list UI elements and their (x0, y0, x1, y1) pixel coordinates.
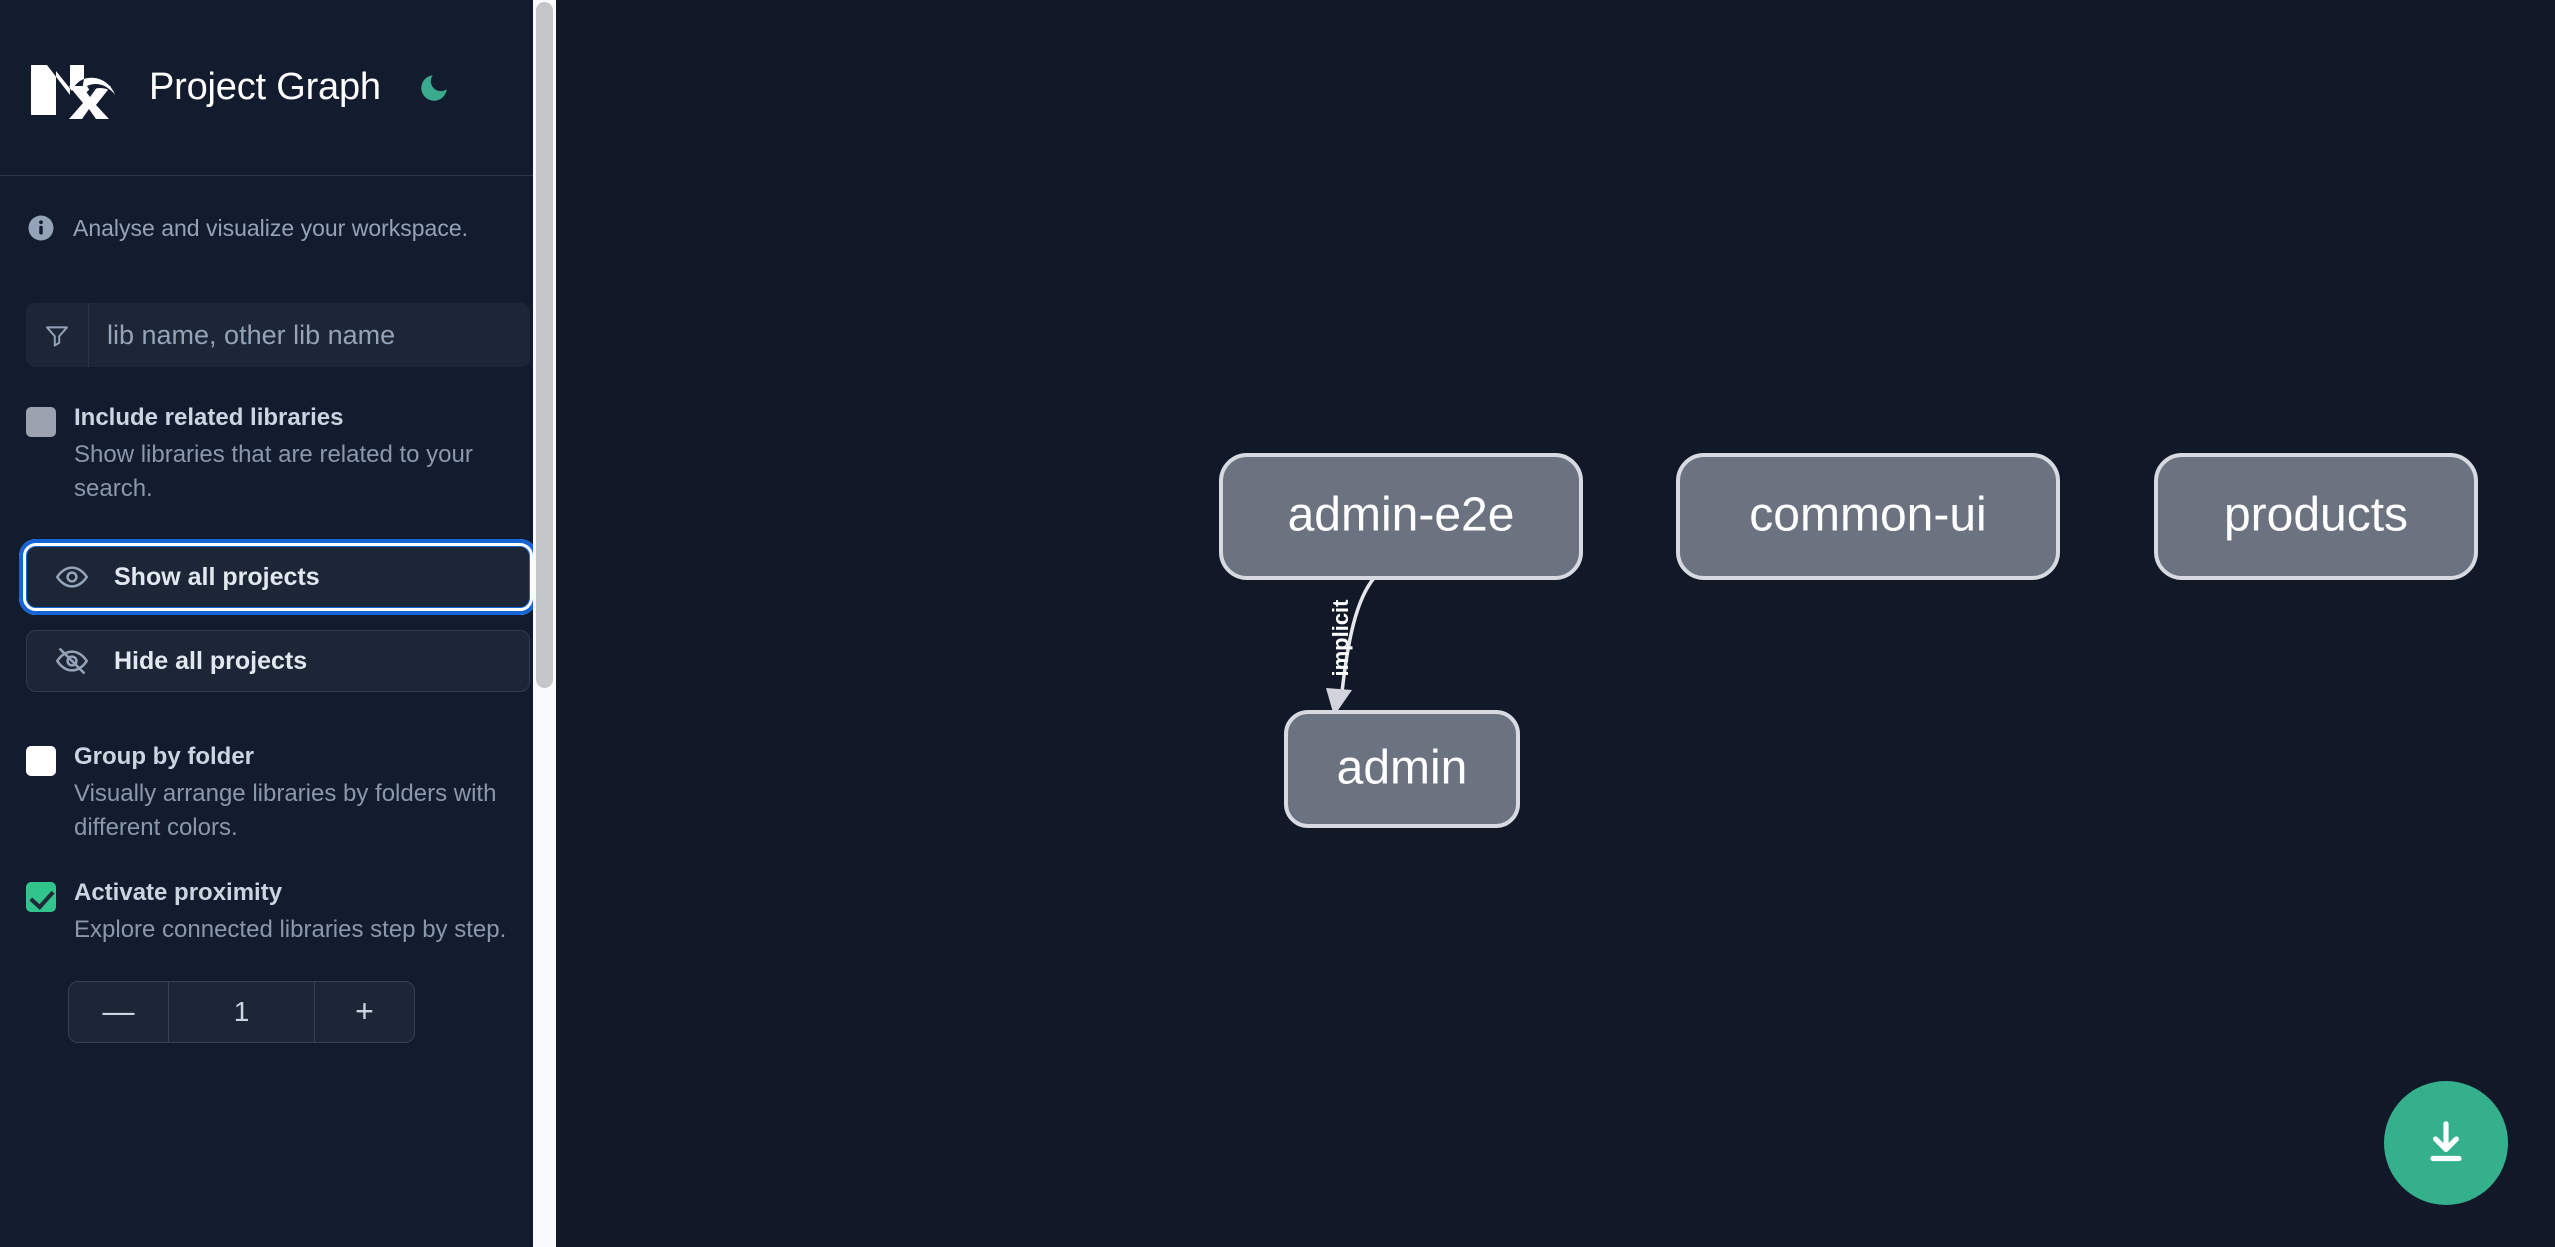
option-group-by-folder[interactable]: Group by folder Visually arrange librari… (0, 740, 556, 845)
sidebar-scrollbar-thumb[interactable] (536, 2, 553, 688)
info-icon (26, 213, 56, 243)
eye-icon (55, 560, 89, 594)
include-related-libraries-label: Include related libraries (74, 404, 344, 431)
include-related-libraries-description: Show libraries that are related to your … (74, 441, 473, 503)
filter-icon (26, 303, 89, 367)
graph-canvas[interactable]: implicit implicit admin-e2e common-ui pr… (556, 0, 2555, 1247)
graph-node-admin[interactable]: admin (1284, 710, 1520, 828)
show-all-projects-label: Show all projects (114, 562, 320, 591)
sidebar-scrollbar[interactable] (533, 0, 556, 1247)
proximity-increment-button[interactable]: + (315, 981, 414, 1042)
sidebar: Project Graph Analyse and visualize your… (0, 0, 556, 1247)
eye-off-icon (55, 644, 89, 678)
workspace-description-text: Analyse and visualize your workspace. (73, 214, 469, 241)
activate-proximity-checkbox[interactable] (26, 881, 56, 912)
option-activate-proximity[interactable]: Activate proximity Explore connected lib… (0, 876, 556, 947)
moon-icon[interactable] (411, 65, 457, 111)
proximity-stepper-wrap: — 1 + (0, 980, 556, 1043)
graph-edge-admin-e2e-to-admin[interactable]: implicit (1326, 576, 1376, 716)
graph-node-products[interactable]: products (2154, 453, 2478, 580)
nx-logo-icon (26, 57, 116, 119)
search-bar (26, 303, 530, 367)
graph-node-admin-e2e-label: admin-e2e (1288, 489, 1515, 542)
sidebar-header: Project Graph (0, 0, 556, 176)
project-graph-svg: implicit implicit admin-e2e common-ui pr… (1219, 453, 2478, 828)
graph-node-products-label: products (2224, 489, 2408, 542)
search-input[interactable] (89, 303, 530, 367)
download-icon (2420, 1116, 2472, 1171)
visibility-button-group: Show all projects Hide all projects (0, 539, 556, 693)
group-by-folder-checkbox[interactable] (26, 746, 56, 777)
proximity-value: 1 (168, 981, 315, 1042)
hide-all-projects-label: Hide all projects (114, 646, 308, 675)
download-button[interactable] (2384, 1081, 2508, 1205)
graph-node-admin-label: admin (1337, 742, 1468, 795)
option-include-related-libraries[interactable]: Include related libraries Show libraries… (0, 401, 556, 506)
proximity-decrement-button[interactable]: — (69, 981, 168, 1042)
workspace-description: Analyse and visualize your workspace. (0, 176, 556, 243)
graph-node-admin-e2e[interactable]: admin-e2e (1219, 453, 1583, 580)
activate-proximity-description: Explore connected libraries step by step… (74, 915, 507, 943)
group-by-folder-label: Group by folder (74, 743, 254, 771)
show-all-projects-button[interactable]: Show all projects (19, 539, 537, 616)
proximity-stepper: — 1 + (68, 980, 415, 1043)
group-by-folder-description: Visually arrange libraries by folders wi… (74, 780, 497, 842)
graph-node-common-ui[interactable]: common-ui (1676, 453, 2060, 580)
edge-label-implicit-1: implicit (1328, 599, 1353, 677)
page-title: Project Graph (149, 66, 381, 108)
hide-all-projects-button[interactable]: Hide all projects (26, 630, 530, 693)
graph-node-common-ui-label: common-ui (1749, 489, 1986, 542)
activate-proximity-label: Activate proximity (74, 878, 283, 906)
include-related-libraries-checkbox[interactable] (26, 407, 56, 437)
